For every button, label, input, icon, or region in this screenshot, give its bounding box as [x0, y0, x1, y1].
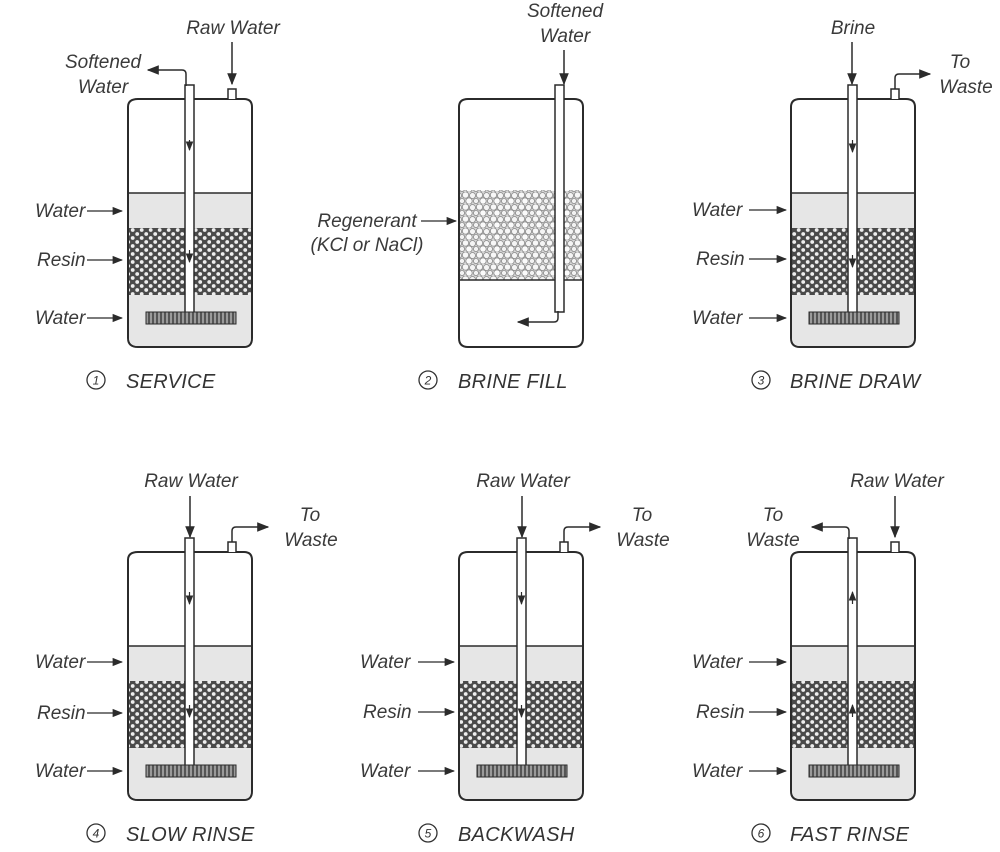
waste-label: Waste [746, 530, 800, 551]
step-number: 5 [425, 827, 432, 841]
waste-arrow [810, 522, 850, 539]
tank-slow-rinse: Raw Water To Waste Water Resin Water 4 S… [35, 471, 338, 846]
to-label: To [300, 505, 320, 526]
raw-water-label: Raw Water [144, 471, 238, 492]
to-label: To [632, 505, 652, 526]
step-number-circle [86, 370, 106, 390]
step-number-circle [418, 823, 438, 843]
riser-pipe [184, 84, 195, 317]
softened-label: Softened [527, 1, 604, 22]
waste-label: Waste [616, 530, 670, 551]
tank-brine-draw: Brine To Waste Water Resin Water 3 BRINE… [692, 18, 993, 393]
step-number: 4 [93, 827, 100, 841]
step-title: BRINE DRAW [790, 371, 922, 393]
distributor [476, 764, 568, 778]
water-label: Water [35, 652, 86, 673]
water-label: Water [35, 761, 86, 782]
riser-pipe [847, 537, 858, 770]
softened-water-label: Water [540, 26, 591, 47]
resin-label: Resin [37, 703, 86, 724]
step-number: 1 [93, 374, 100, 388]
step-title: SLOW RINSE [126, 824, 255, 846]
brine-label: Brine [831, 18, 875, 39]
step-number: 3 [758, 374, 765, 388]
softened-label: Softened [65, 52, 142, 73]
water-label: Water [35, 308, 86, 329]
step-title: FAST RINSE [790, 824, 910, 846]
fill-pipe [554, 84, 565, 313]
step-number: 6 [758, 827, 765, 841]
waste-arrow [894, 69, 932, 89]
tank-backwash: Raw Water To Waste Water Resin Water 5 B… [360, 471, 670, 846]
distributor [145, 311, 237, 325]
step-number-circle [86, 823, 106, 843]
riser-pipe [184, 537, 195, 770]
water-label: Water [360, 761, 411, 782]
tank-service: Raw Water Softened Water Water Resin Wat… [35, 18, 280, 393]
step-title: SERVICE [126, 371, 216, 393]
water-label: Water [35, 201, 86, 222]
resin-label: Resin [696, 249, 745, 270]
to-label: To [950, 52, 970, 73]
step-number: 2 [424, 374, 432, 388]
distributor [808, 764, 900, 778]
tank-fast-rinse: Raw Water To Waste Water Resin Water 6 F… [692, 471, 944, 846]
raw-water-label: Raw Water [476, 471, 570, 492]
step-number-circle [751, 370, 771, 390]
tank-brine-fill: Softened Water Regenerant (KCl or NaCl) … [311, 1, 605, 393]
softened-water-label: Water [78, 77, 129, 98]
step-title: BRINE FILL [458, 371, 568, 393]
distributor [145, 764, 237, 778]
waste-arrow [231, 522, 270, 542]
riser-pipe [516, 537, 527, 770]
water-label: Water [692, 308, 743, 329]
outlet-arrow [516, 311, 559, 327]
raw-water-label: Raw Water [186, 18, 280, 39]
water-label: Water [360, 652, 411, 673]
waste-label: Waste [284, 530, 338, 551]
step-number-circle [751, 823, 771, 843]
regenerant-label: Regenerant [317, 211, 417, 232]
resin-label: Resin [696, 702, 745, 723]
riser-pipe [847, 84, 858, 317]
regenerant-type-label: (KCl or NaCl) [311, 235, 424, 256]
distributor [808, 311, 900, 325]
water-label: Water [692, 761, 743, 782]
step-number-circle [418, 370, 438, 390]
raw-water-label: Raw Water [850, 471, 944, 492]
step-title: BACKWASH [458, 824, 575, 846]
waste-label: Waste [939, 77, 993, 98]
resin-label: Resin [37, 250, 86, 271]
resin-label: Resin [363, 702, 412, 723]
waste-arrow [563, 522, 602, 542]
to-label: To [763, 505, 783, 526]
outlet-arrow [146, 65, 187, 86]
water-label: Water [692, 652, 743, 673]
water-label: Water [692, 200, 743, 221]
